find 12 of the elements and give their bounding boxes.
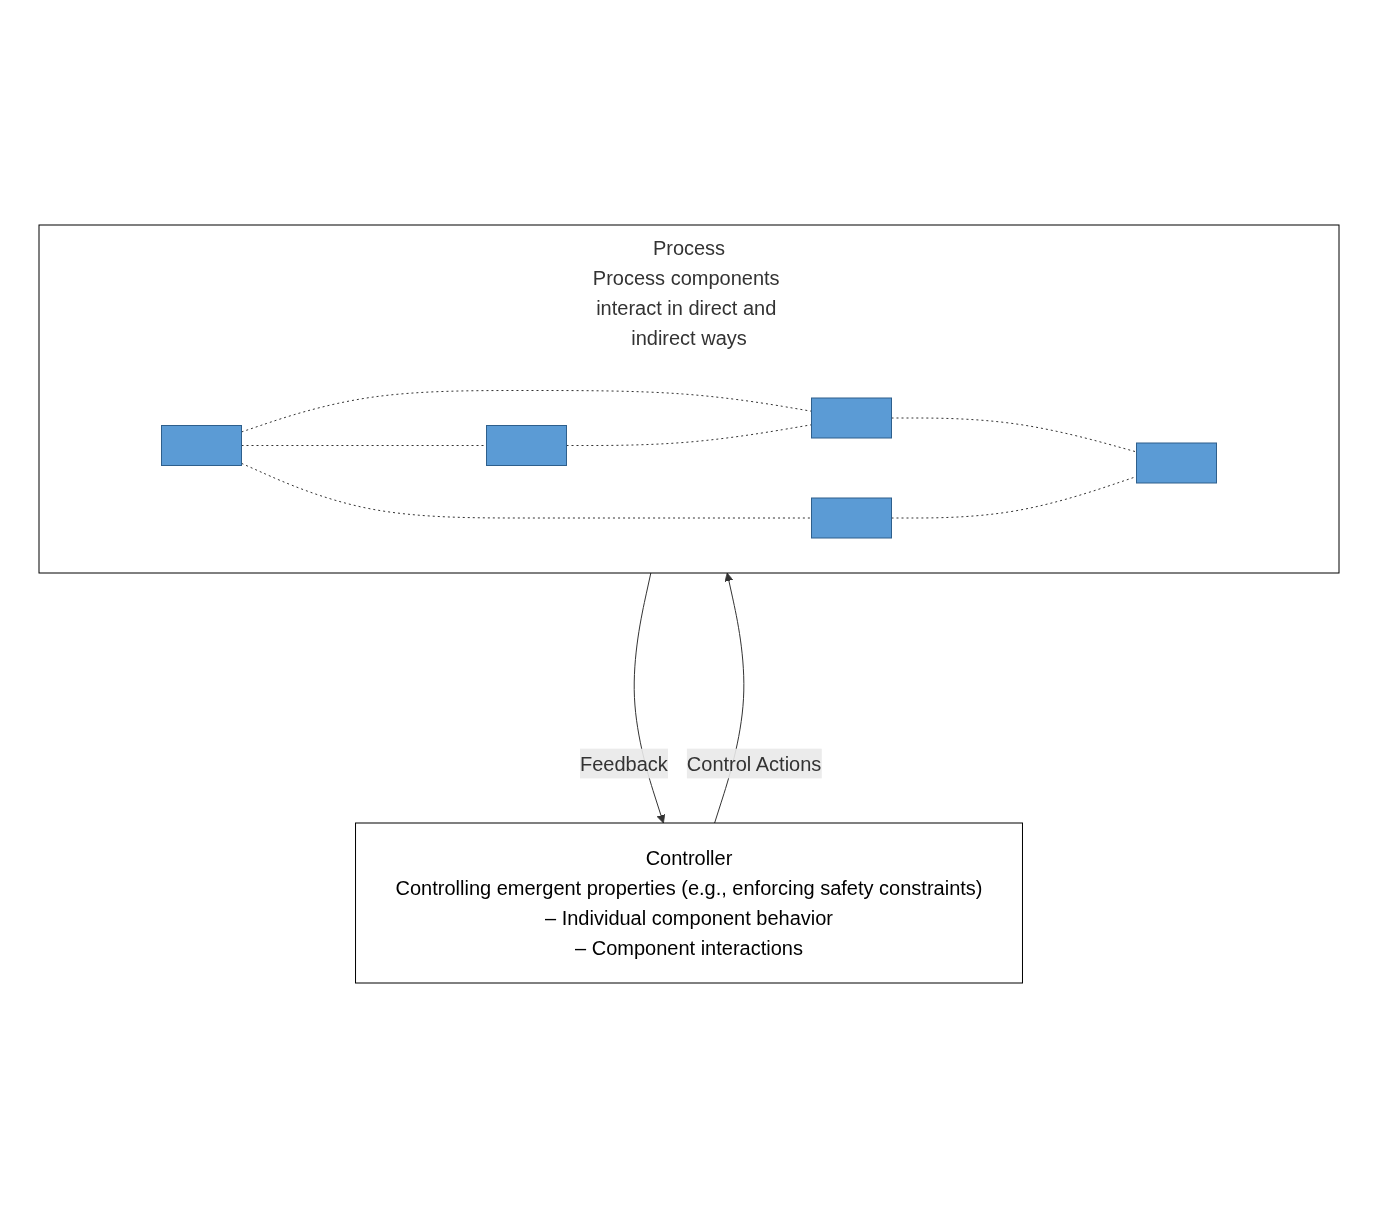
node-box: [1136, 442, 1217, 484]
cluster: Process Process components interact in direct and indirect ways: [38, 224, 1340, 574]
connector: [241, 445, 487, 446]
node-box: [811, 397, 892, 439]
edge-label: Feedback: [579, 752, 668, 775]
node-box: Controller Controlling emergent properties (e.g., enforcing safety constraints) – Individual component behavior – Component interactions: [355, 822, 1023, 984]
edge-label: Control Actions: [686, 752, 822, 775]
node-box: [811, 497, 892, 539]
connector: [241, 462, 812, 519]
connector: [891, 417, 1137, 453]
node-box: [161, 425, 242, 466]
node-box: [486, 425, 567, 466]
